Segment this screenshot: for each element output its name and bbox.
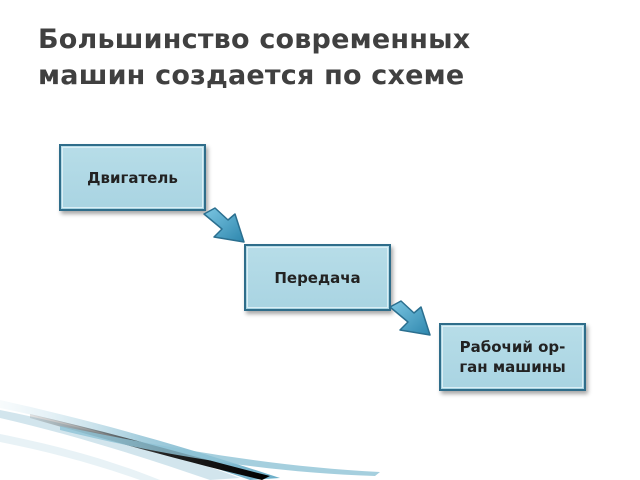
working-organ-label-line-2: ган машины [459, 358, 566, 376]
working-organ-label-line-1: Рабочий ор- [459, 338, 566, 356]
transmission-box: Передача [244, 244, 391, 311]
arrow-down-right-icon [203, 207, 245, 243]
engine-label: Двигатель [87, 168, 178, 187]
title-line-2: машин создается по схеме [38, 60, 465, 91]
transmission-label: Передача [274, 268, 361, 287]
arrow-down-right-icon [389, 300, 431, 336]
title-line-1: Большинство современных [38, 24, 471, 55]
decorative-swoosh [0, 400, 380, 480]
working-organ-label: Рабочий ор- ган машины [459, 337, 565, 377]
slide-title: Большинство современных машин создается … [38, 22, 598, 94]
engine-box: Двигатель [59, 144, 206, 211]
working-organ-box: Рабочий ор- ган машины [439, 323, 586, 391]
